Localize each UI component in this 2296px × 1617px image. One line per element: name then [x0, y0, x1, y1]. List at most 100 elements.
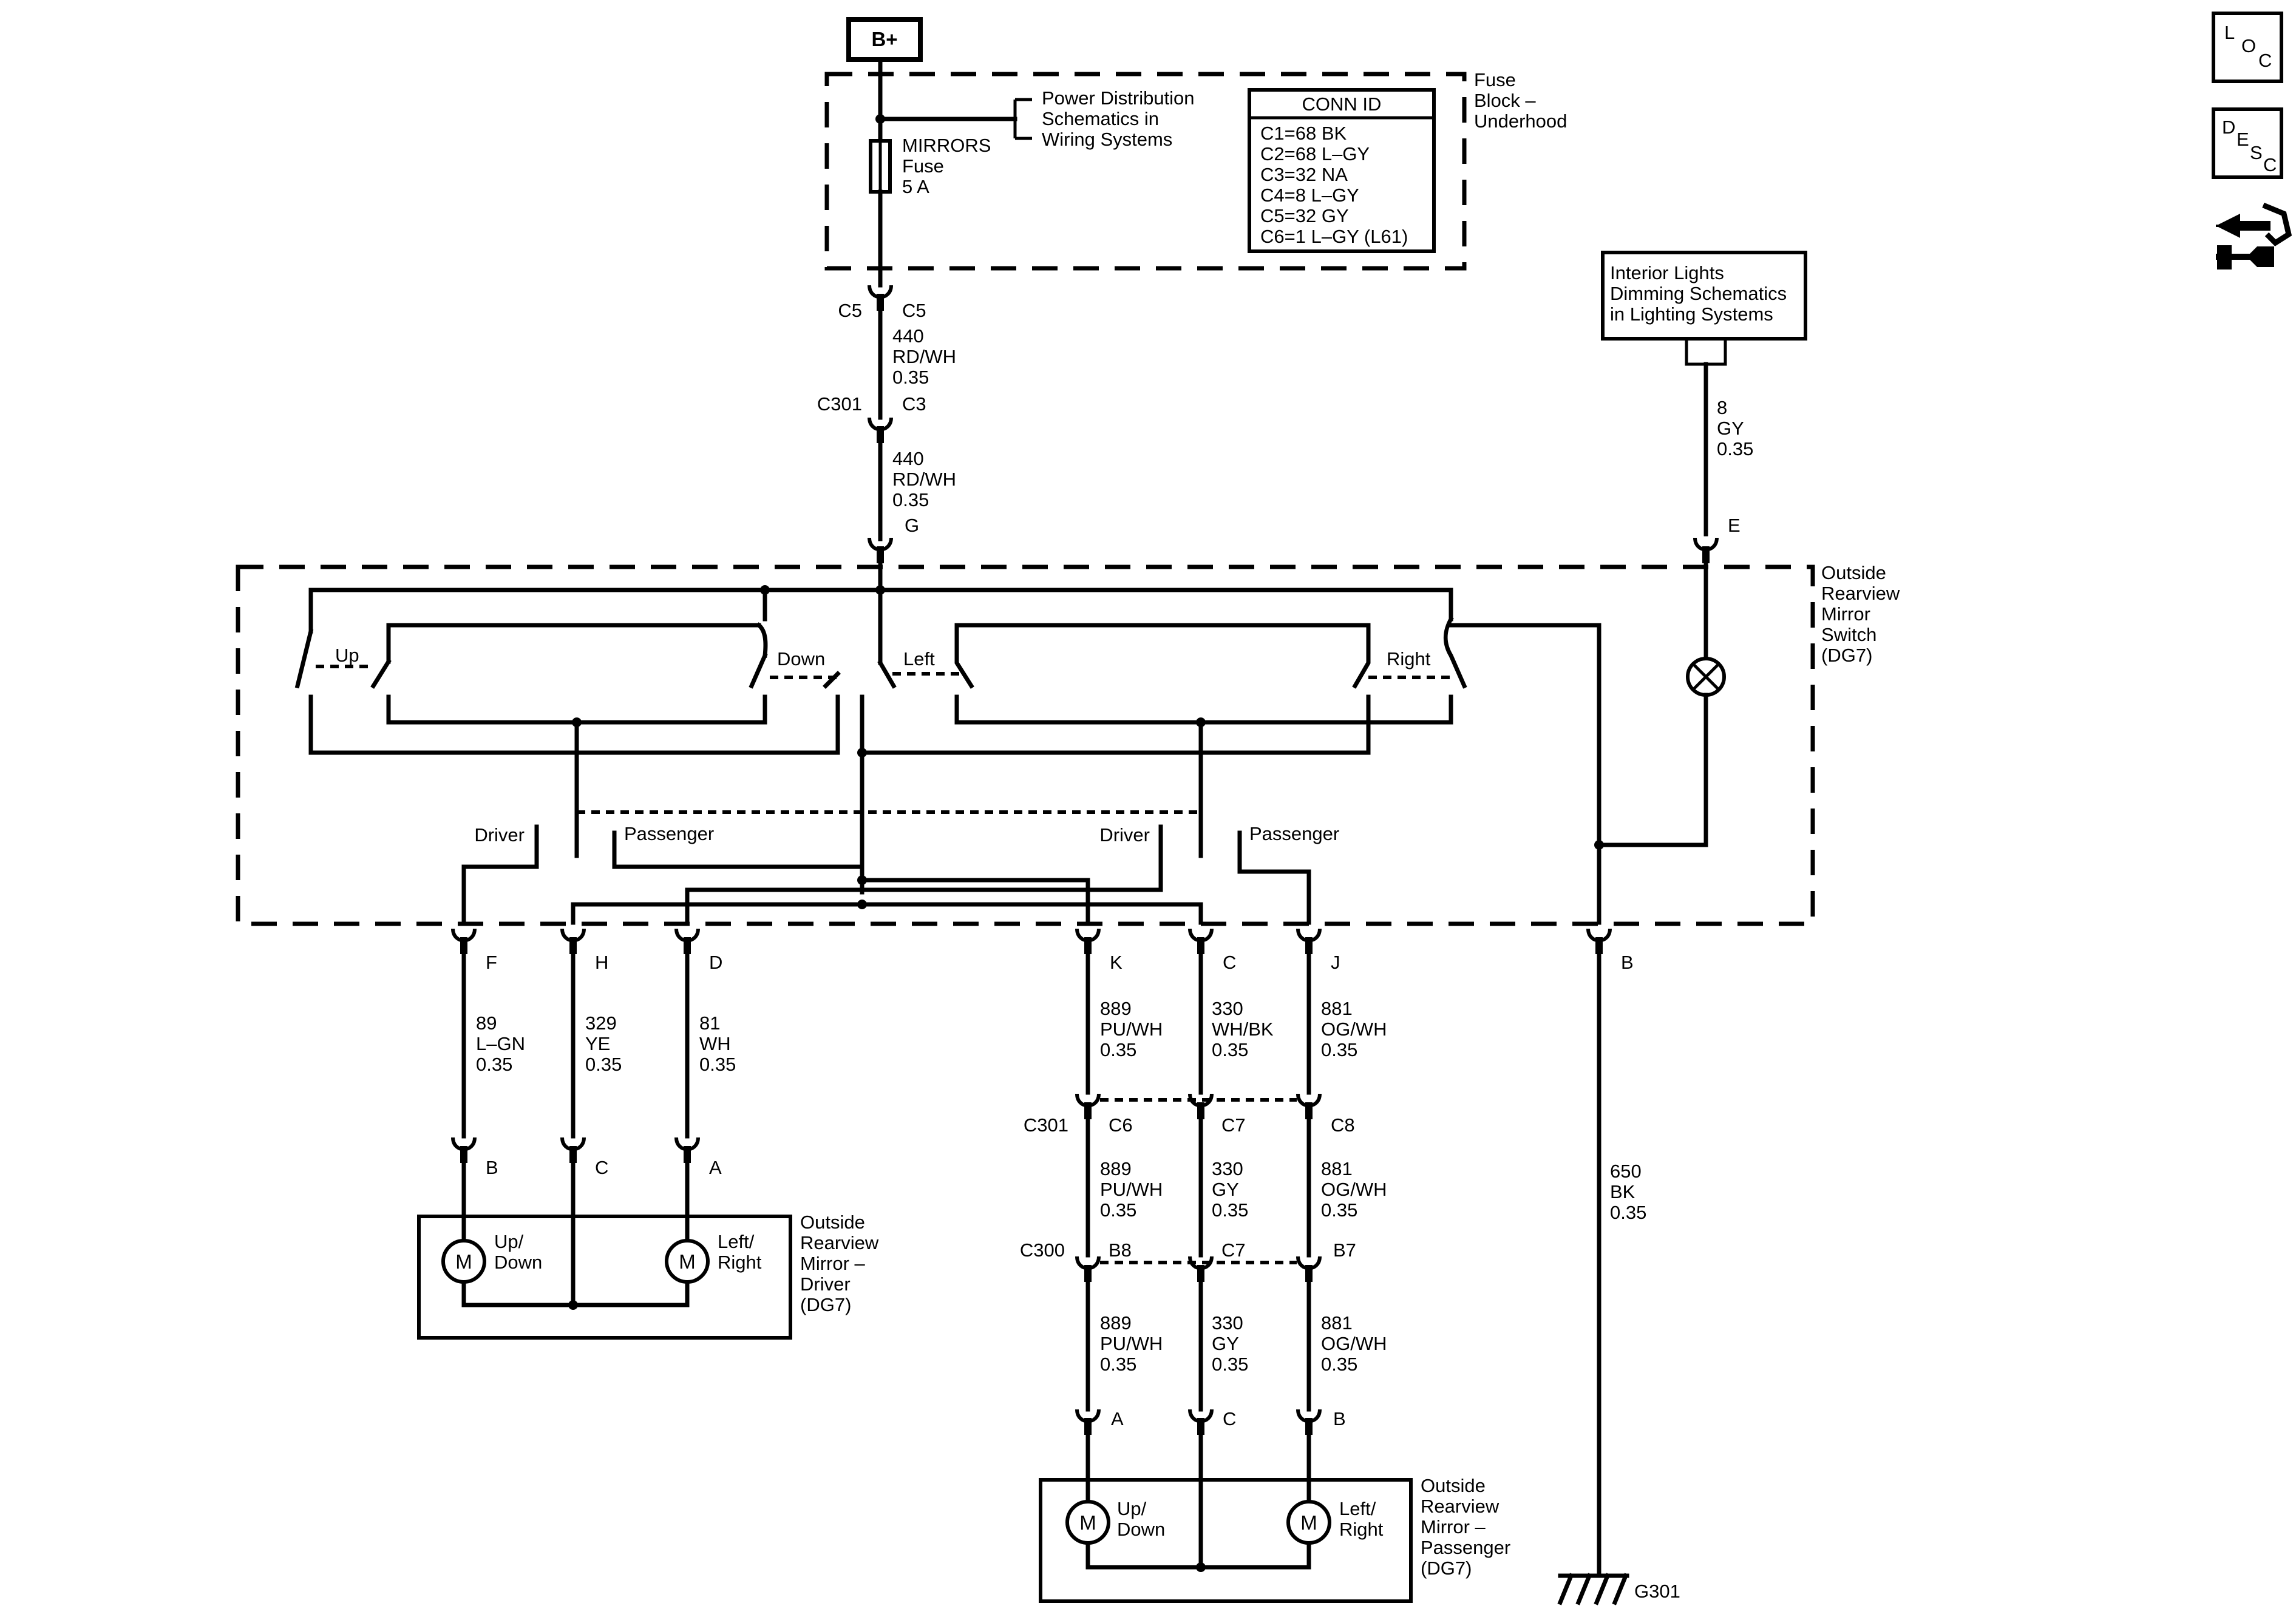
driver-wire-labels: 89 L–GN 0.35 329 YE 0.35 81 WH 0.35 — [476, 1012, 736, 1075]
svg-text:D: D — [709, 952, 722, 973]
svg-text:B+: B+ — [871, 28, 897, 50]
svg-text:C8: C8 — [1331, 1114, 1355, 1136]
desc-icon[interactable]: D E S C — [2212, 107, 2283, 179]
passenger-wire-labels-seg2: 889 PU/WH 0.35 330 GY 0.35 881 OG/WH 0.3… — [1100, 1312, 1387, 1375]
svg-text:Outside: Outside — [1421, 1475, 1486, 1496]
svg-text:8: 8 — [1717, 397, 1727, 418]
selector-passenger-1-label: Passenger — [624, 823, 714, 844]
pin-e-label: E — [1728, 515, 1741, 536]
c3-label: C3 — [902, 393, 926, 415]
svg-text:(DG7): (DG7) — [1421, 1558, 1472, 1579]
svg-text:O: O — [2241, 35, 2256, 56]
svg-text:330: 330 — [1212, 1312, 1243, 1334]
svg-text:C2=68 L–GY: C2=68 L–GY — [1260, 143, 1370, 164]
svg-text:889: 889 — [1100, 1312, 1132, 1334]
svg-text:0.35: 0.35 — [1212, 1039, 1248, 1060]
svg-text:0.35: 0.35 — [1610, 1202, 1646, 1223]
power-distribution-reference: Power Distribution Schematics in Wiring … — [1042, 87, 1195, 150]
svg-text:81: 81 — [699, 1012, 720, 1034]
passenger-wire-labels-seg1: 889 PU/WH 0.35 330 GY 0.35 881 OG/WH 0.3… — [1100, 1158, 1387, 1221]
driver-mirror-label: Outside Rearview Mirror – Driver (DG7) — [800, 1212, 879, 1315]
svg-text:RD/WH: RD/WH — [892, 469, 956, 490]
svg-text:89: 89 — [476, 1012, 497, 1034]
svg-text:C: C — [595, 1157, 608, 1178]
svg-text:881: 881 — [1321, 998, 1353, 1019]
svg-text:C300: C300 — [1020, 1239, 1065, 1261]
svg-text:Fuse: Fuse — [902, 155, 944, 177]
driver-leftright-motor-icon: M — [665, 1239, 710, 1284]
svg-text:L–GN: L–GN — [476, 1033, 525, 1054]
svg-text:881: 881 — [1321, 1312, 1353, 1334]
svg-text:C: C — [2263, 154, 2277, 175]
mirror-switch-boundary — [236, 564, 1815, 926]
svg-text:K: K — [1110, 952, 1123, 973]
svg-text:C4=8 L–GY: C4=8 L–GY — [1260, 185, 1359, 206]
indicator-lamp — [1686, 657, 1726, 697]
svg-text:M: M — [679, 1250, 696, 1273]
svg-text:440: 440 — [892, 448, 924, 469]
svg-text:OG/WH: OG/WH — [1321, 1333, 1387, 1354]
svg-text:B: B — [1621, 952, 1634, 973]
driver-updown-motor-icon: M — [441, 1239, 486, 1284]
svg-text:B8: B8 — [1109, 1239, 1132, 1261]
svg-text:330: 330 — [1212, 998, 1243, 1019]
svg-text:0.35: 0.35 — [1321, 1199, 1357, 1221]
switch-right-label: Right — [1387, 648, 1431, 670]
svg-text:A: A — [1111, 1408, 1124, 1429]
svg-text:RD/WH: RD/WH — [892, 346, 956, 367]
svg-text:881: 881 — [1321, 1158, 1353, 1179]
c5-left-label: C5 — [838, 300, 862, 321]
svg-text:Passenger: Passenger — [1421, 1537, 1510, 1558]
svg-text:MIRRORS: MIRRORS — [902, 135, 991, 156]
svg-text:889: 889 — [1100, 998, 1132, 1019]
svg-text:Underhood: Underhood — [1474, 110, 1567, 132]
svg-text:H: H — [595, 952, 608, 973]
passenger-mirror-box — [1039, 1478, 1413, 1603]
selector-passenger-2-label: Passenger — [1249, 823, 1339, 844]
passenger-mirror-label: Outside Rearview Mirror – Passenger (DG7… — [1421, 1475, 1510, 1579]
conn-id-table: CONN ID C1=68 BK C2=68 L–GY C3=32 NA C4=… — [1248, 88, 1436, 253]
svg-text:(DG7): (DG7) — [1821, 645, 1872, 666]
svg-text:0.35: 0.35 — [1212, 1354, 1248, 1375]
svg-text:0.35: 0.35 — [1212, 1199, 1248, 1221]
svg-text:329: 329 — [585, 1012, 617, 1034]
svg-text:5 A: 5 A — [902, 176, 929, 197]
svg-text:Block –: Block – — [1474, 90, 1536, 111]
svg-text:Rearview: Rearview — [800, 1232, 879, 1253]
svg-text:C7: C7 — [1221, 1114, 1246, 1136]
selector-driver-1-label: Driver — [474, 824, 525, 846]
c301-passenger-connector: C301 C6 C7 C8 — [1024, 1114, 1355, 1136]
svg-text:0.35: 0.35 — [1321, 1354, 1357, 1375]
pin-g-label: G — [905, 515, 919, 536]
loc-icon[interactable]: L O C — [2212, 12, 2283, 83]
switch-pin-row: F H D K C J B — [453, 929, 1634, 973]
svg-text:YE: YE — [585, 1033, 610, 1054]
svg-text:889: 889 — [1100, 1158, 1132, 1179]
driver-motor1-label: Up/ — [494, 1231, 524, 1252]
wire-650-bk: 650 BK 0.35 — [1610, 1161, 1646, 1223]
svg-text:S: S — [2250, 142, 2263, 163]
mirrors-fuse: MIRRORS Fuse 5 A — [869, 135, 991, 197]
svg-text:OG/WH: OG/WH — [1321, 1019, 1387, 1040]
passenger-motor2-label-2: Right — [1339, 1519, 1384, 1540]
svg-text:Schematics in: Schematics in — [1042, 108, 1159, 129]
connector-repair-icon[interactable] — [2216, 202, 2292, 270]
svg-text:BK: BK — [1610, 1181, 1635, 1202]
svg-text:Driver: Driver — [800, 1273, 851, 1295]
svg-text:PU/WH: PU/WH — [1100, 1333, 1163, 1354]
ground-label: G301 — [1634, 1581, 1680, 1602]
battery-source: B+ — [846, 17, 923, 62]
svg-text:440: 440 — [892, 325, 924, 347]
svg-text:330: 330 — [1212, 1158, 1243, 1179]
wire-440-segment-2: 440 RD/WH 0.35 — [892, 448, 956, 510]
driver-motor2-label: Left/ — [718, 1231, 755, 1252]
svg-text:0.35: 0.35 — [585, 1054, 622, 1075]
driver-mirror-box — [417, 1215, 792, 1340]
passenger-motor1-label-2: Down — [1117, 1519, 1165, 1540]
switch-left-label: Left — [903, 648, 935, 670]
svg-text:CONN ID: CONN ID — [1302, 93, 1382, 115]
svg-text:in Lighting Systems: in Lighting Systems — [1610, 303, 1773, 325]
c300-connector: C300 B8 C7 B7 — [1020, 1239, 1356, 1261]
selector-driver-2-label: Driver — [1099, 824, 1150, 846]
